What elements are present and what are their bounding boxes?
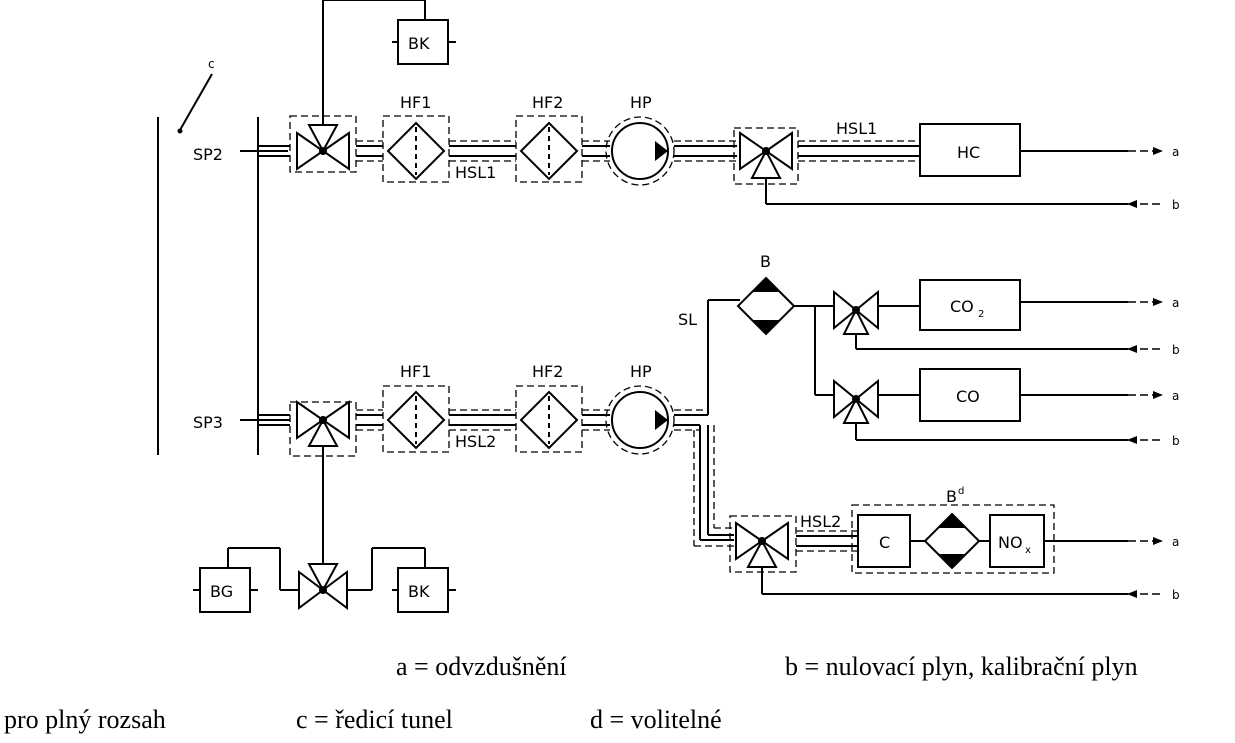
hf1-bottom-filter (386, 390, 446, 450)
out-a-hc: a (1172, 145, 1179, 159)
hf2-bottom-label: HF2 (532, 362, 563, 381)
bk-top-label: BK (408, 34, 430, 53)
bd-label: B (946, 487, 957, 506)
hf2-top-filter (519, 121, 579, 181)
nox-analyzer (989, 514, 1045, 568)
three-way-valve-co2 (833, 289, 879, 335)
dilution-tunnel: c (157, 57, 259, 455)
hsl1-top-label: HSL1 (836, 119, 877, 138)
three-way-valve-lower (296, 400, 350, 447)
lower-sample-line: SP3 BG B (193, 252, 1128, 613)
three-way-valve-upper (296, 124, 350, 171)
sp3-label: SP3 (193, 413, 223, 432)
legend-b-continued: pro plný rozsah (4, 705, 166, 734)
out-b-co2: b (1172, 343, 1180, 357)
hsl1-bottom-label: HSL1 (455, 163, 496, 182)
three-way-valve-hc (739, 131, 793, 179)
bk-bottom-label: BK (408, 582, 430, 601)
out-b-hc: b (1172, 198, 1180, 212)
output-arrows: a b a b a b a b (1127, 145, 1180, 602)
legend-b: b = nulovací plyn, kalibrační plyn (785, 652, 1138, 681)
b-label: B (760, 252, 771, 271)
out-a-co2: a (1172, 296, 1179, 310)
hf1-top-filter (386, 121, 446, 181)
co-label: CO (956, 387, 980, 406)
nox-subscript: x (1025, 545, 1031, 556)
three-way-valve-nox (735, 521, 789, 568)
upper-sample-line: SP2 BK HF1 (193, 0, 1128, 205)
nox-label: NO (998, 533, 1023, 552)
three-way-valve-bottom (298, 563, 348, 610)
co2-analyzer (919, 279, 1021, 331)
three-way-valve-co (833, 378, 879, 424)
out-a-co: a (1172, 389, 1179, 403)
hf1-top-label: HF1 (400, 93, 431, 112)
bd-superscript: d (958, 486, 964, 497)
hsl2-bottom-label: HSL2 (455, 432, 496, 451)
out-b-co: b (1172, 434, 1180, 448)
hsl2-top-label: HSL2 (800, 512, 841, 531)
out-b-nox: b (1172, 588, 1180, 602)
bk-top-box (397, 19, 449, 65)
hf2-bottom-filter (519, 390, 579, 450)
out-a-nox: a (1172, 535, 1179, 549)
co2-label: CO (950, 297, 974, 316)
bg-label: BG (210, 582, 233, 601)
tunnel-pointer-label: c (208, 57, 215, 71)
c-label: C (879, 533, 890, 552)
hf1-bottom-label: HF1 (400, 362, 431, 381)
legend-d: d = volitelné (590, 705, 722, 734)
legend-c: c = ředicí tunel (296, 705, 453, 734)
sl-label: SL (678, 310, 697, 329)
hp-bottom-label: HP (630, 362, 652, 381)
legend-a: a = odvzdušnění (396, 652, 567, 681)
hp-top-label: HP (630, 93, 652, 112)
co2-subscript: 2 (978, 309, 984, 320)
sp2-label: SP2 (193, 145, 223, 164)
hc-label: HC (957, 143, 980, 162)
hf2-top-label: HF2 (532, 93, 563, 112)
bk-bottom-box (397, 567, 449, 613)
